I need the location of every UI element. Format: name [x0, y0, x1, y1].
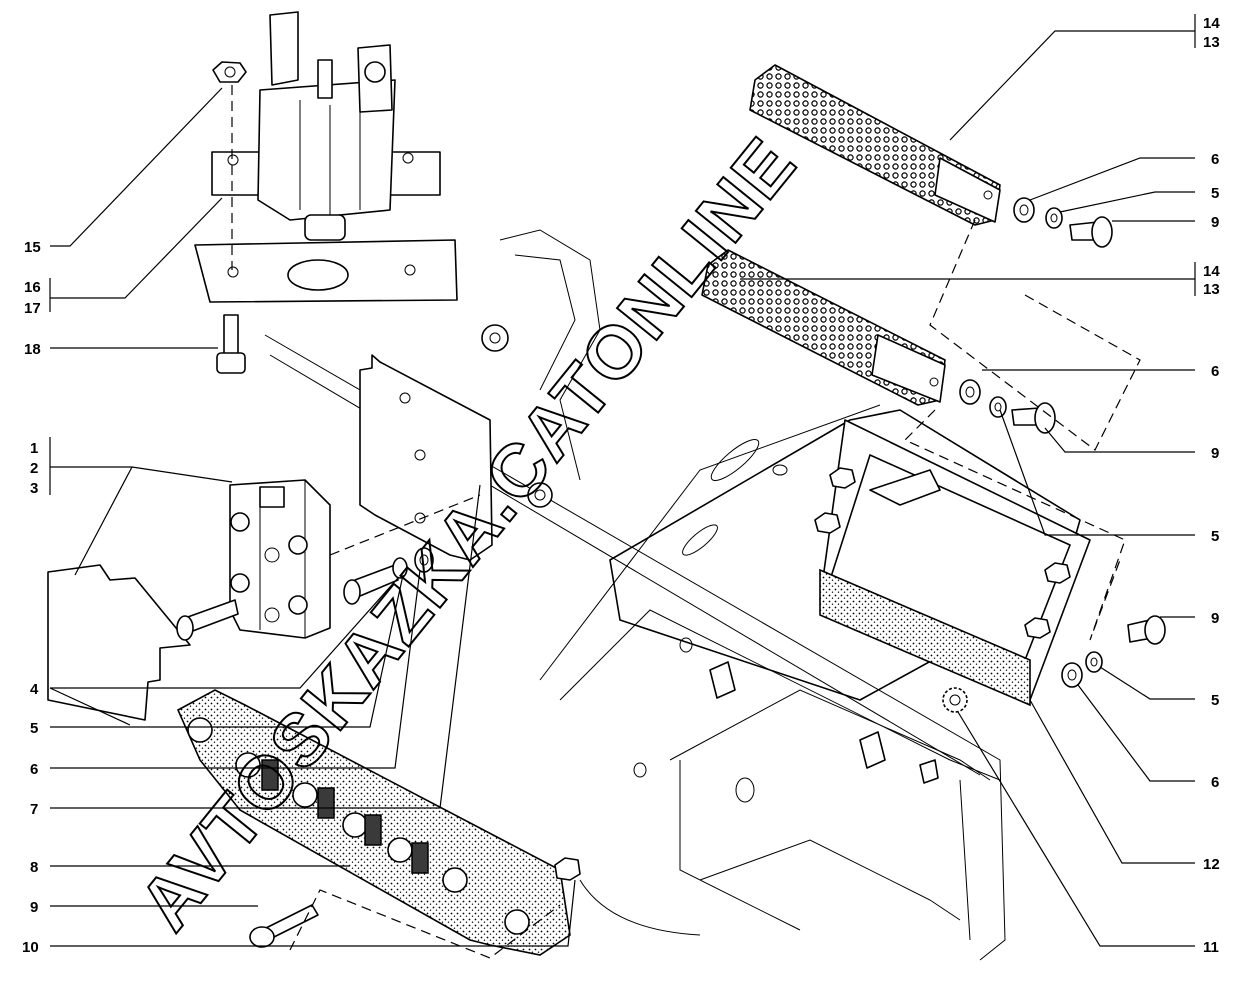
callout-5: 5	[30, 720, 38, 737]
washers-bolts-lower	[1061, 615, 1166, 688]
connector-block-lower	[701, 249, 946, 406]
callout-17: 17	[24, 300, 41, 317]
callouts-left: 15 16 17 18 1 2 3 4 5 6 7 8 9 10	[22, 239, 41, 956]
callout-4: 4	[30, 681, 39, 698]
callout-5: 5	[1211, 185, 1219, 202]
callout-18: 18	[24, 341, 41, 358]
callout-6: 6	[30, 761, 38, 778]
chassis-frame	[264, 229, 1081, 961]
callout-15: 15	[24, 239, 41, 256]
callout-13: 13	[1203, 34, 1220, 51]
callouts-right: 14 13 6 5 9 14 13 6 9 5 9 5 6 12 11	[1203, 15, 1220, 956]
callout-13: 13	[1203, 281, 1220, 298]
callout-5: 5	[1211, 528, 1219, 545]
nut-10	[554, 857, 581, 881]
callout-9: 9	[30, 899, 38, 916]
callout-14: 14	[1203, 263, 1220, 280]
callout-9: 9	[1211, 214, 1219, 231]
callout-11: 11	[1203, 939, 1219, 956]
callout-6: 6	[1211, 774, 1219, 791]
fuse-box	[47, 479, 434, 721]
callout-9: 9	[1211, 445, 1219, 462]
callout-2: 2	[30, 460, 38, 477]
callout-16: 16	[24, 279, 41, 296]
washers-bolts-upper	[959, 197, 1113, 434]
lock-washer-11	[942, 687, 968, 713]
terminal-strip	[176, 689, 581, 956]
bolt-18	[223, 314, 239, 356]
callout-10: 10	[22, 939, 39, 956]
callout-6: 6	[1211, 151, 1219, 168]
leader-lines	[49, 14, 1196, 947]
callout-8: 8	[30, 859, 38, 876]
callout-14: 14	[1203, 15, 1220, 32]
ecu-housing	[814, 419, 1091, 707]
solenoid-relay	[194, 11, 458, 374]
connector-block-upper	[749, 64, 1001, 226]
callout-3: 3	[30, 480, 38, 497]
callout-1: 1	[30, 440, 38, 457]
mounting-bracket	[359, 354, 493, 561]
callout-6: 6	[1211, 363, 1219, 380]
callout-12: 12	[1203, 856, 1220, 873]
callout-9: 9	[1211, 610, 1219, 627]
callout-5: 5	[1211, 692, 1219, 709]
nut-15	[212, 61, 247, 83]
callout-7: 7	[30, 801, 38, 818]
